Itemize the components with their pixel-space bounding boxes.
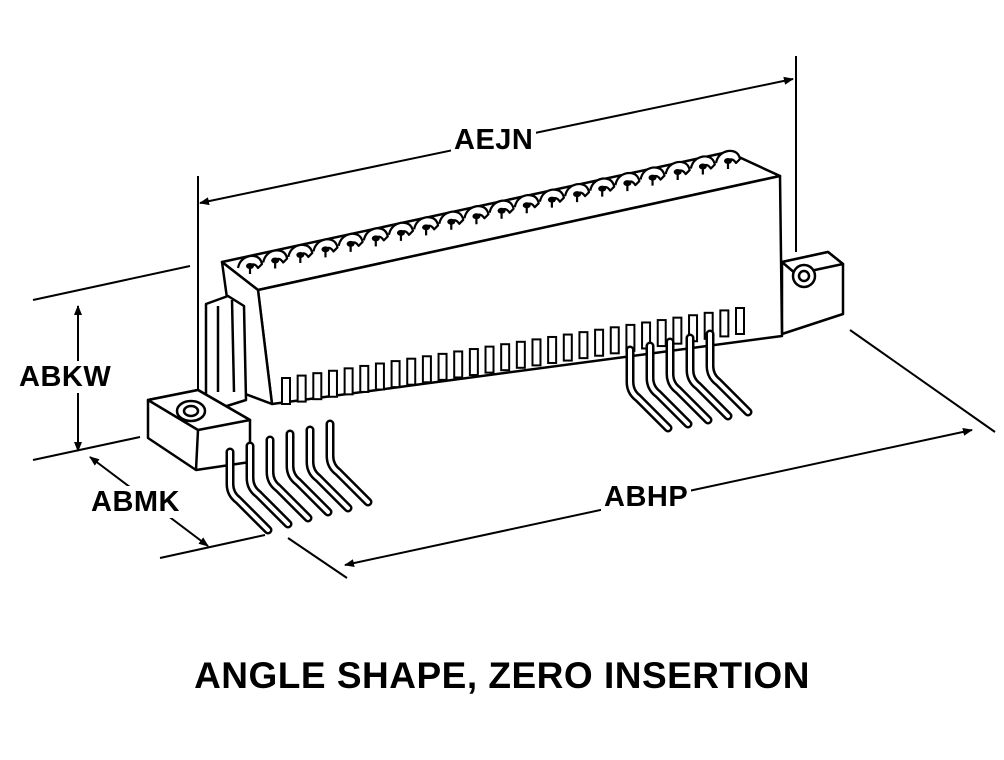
comb-tooth [609, 326, 620, 355]
comb-tooth [437, 352, 448, 381]
comb-tooth [374, 362, 385, 391]
comb-tooth [656, 319, 667, 348]
contact-hole [497, 207, 506, 214]
pin-fill [228, 450, 270, 532]
contact-hole [447, 218, 456, 225]
comb-tooth [594, 328, 605, 357]
contact-hole [472, 213, 481, 220]
pin-fill [328, 422, 370, 504]
contact-hole [598, 185, 607, 192]
figure-caption: ANGLE SHAPE, ZERO INSERTION [194, 655, 810, 696]
comb-tooth [296, 374, 307, 403]
comb-tooth [390, 360, 401, 389]
comb-tooth [719, 309, 730, 338]
contact-hole [396, 229, 405, 236]
comb-tooth [500, 343, 511, 372]
pin-fill [628, 348, 670, 430]
contact-hole [321, 246, 330, 253]
contact-hole [547, 196, 556, 203]
dimension-label-abkw: ABKW [16, 361, 115, 393]
pin-fill [288, 432, 330, 514]
comb-tooth [735, 307, 745, 335]
comb-tooth [281, 377, 291, 405]
pin-fill [668, 340, 710, 422]
bent-pins [225, 329, 753, 535]
top-contacts [236, 149, 742, 274]
pin-fill [648, 344, 690, 426]
comb-tooth [531, 338, 542, 367]
contact-hole [422, 224, 431, 231]
contact-hole [648, 174, 657, 181]
pin-fill [268, 438, 310, 520]
comb-tooth [562, 333, 573, 362]
contact-hole [271, 257, 280, 264]
dimension-label-abhp: ABHP [601, 481, 692, 513]
pin-fill [688, 336, 730, 418]
comb-tooth [484, 345, 495, 374]
contact-hole [522, 202, 531, 209]
comb-tooth [312, 372, 323, 401]
comb-tooth [421, 355, 432, 384]
comb-tooth [578, 331, 589, 360]
comb-tooth [468, 348, 479, 377]
pin-fill [248, 444, 290, 526]
front-comb [281, 307, 745, 405]
contact-hole [698, 163, 707, 170]
contact-hole [371, 235, 380, 242]
comb-tooth [672, 316, 683, 345]
pin-fill [308, 428, 350, 510]
comb-tooth [453, 350, 464, 379]
dimension-label-abmk: ABMK [88, 486, 183, 518]
comb-tooth [343, 367, 354, 396]
contact-hole [346, 240, 355, 247]
pin-fill [708, 332, 750, 414]
comb-tooth [547, 335, 558, 364]
comb-tooth [515, 340, 526, 369]
contact-hole [246, 263, 254, 269]
contact-hole [296, 251, 305, 258]
comb-tooth [406, 357, 417, 386]
dimension-label-aejn: AEJN [451, 124, 537, 156]
contact-hole [623, 180, 632, 187]
comb-tooth [327, 369, 338, 398]
contact-hole [724, 158, 732, 164]
contact-hole [573, 191, 582, 198]
contact-hole [673, 169, 682, 176]
comb-tooth [359, 364, 370, 393]
